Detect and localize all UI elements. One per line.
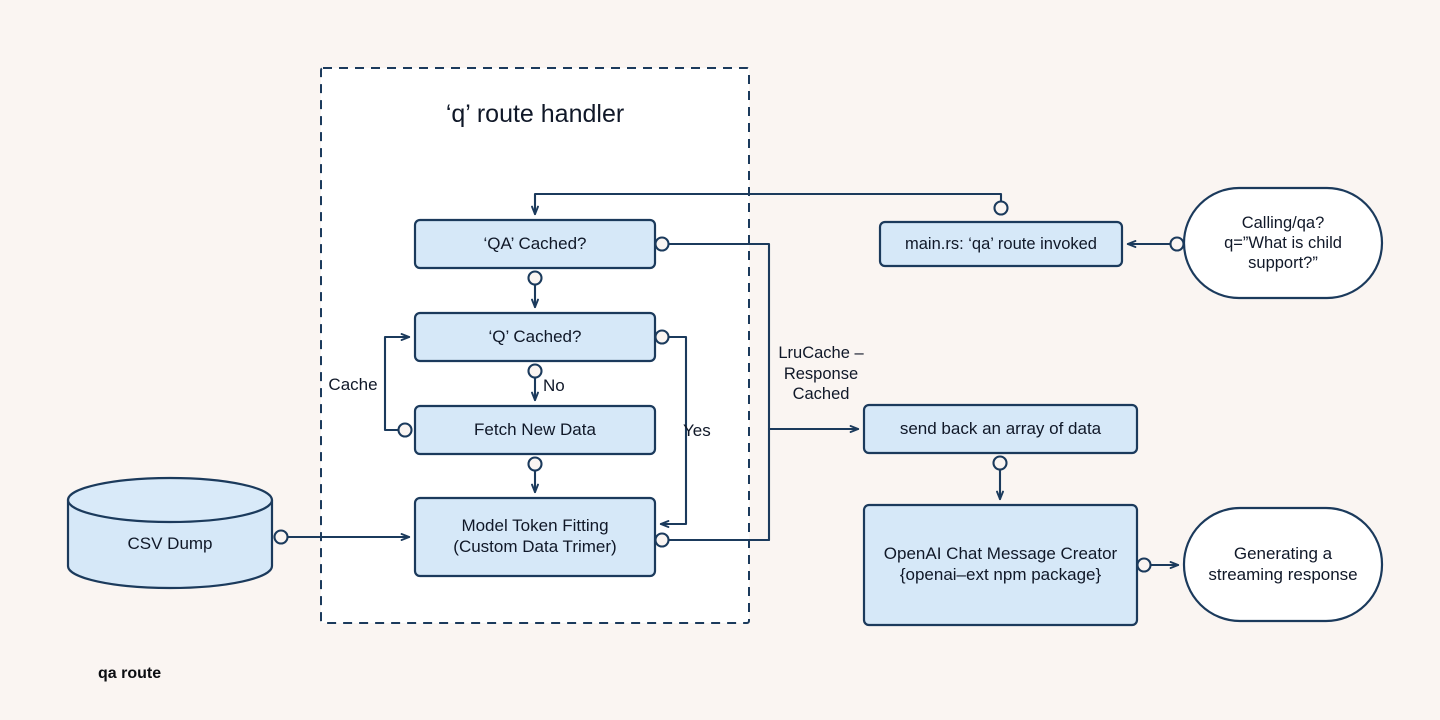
node-csv-dump [66,476,274,590]
port-model-right [654,532,670,548]
port-csv-dump-right [273,529,289,545]
node-qa-cached [413,218,657,270]
port-calling-left [1169,236,1185,252]
node-send-back-array [862,403,1139,455]
edge-label-no: No [543,376,565,395]
port-qa-cached-right [654,236,670,252]
edge-label-lrucache: LruCache – Response Cached [778,344,864,404]
edge-label-yes: Yes [683,421,711,440]
port-q-cached-right [654,329,670,345]
port-qa-cached-bottom [527,270,543,286]
footer-label: qa route [98,665,162,682]
node-calling-qa [1182,186,1384,300]
port-q-cached-bottom [527,363,543,379]
node-main-rs [878,220,1124,268]
edge-qa-cached-right-trunk [667,242,771,542]
edge-label-cache: Cache [328,375,378,394]
port-fetch-bottom [527,456,543,472]
node-q-cached [413,311,657,363]
edge-fetch-cache-to-q-cached [383,333,411,432]
port-openai-right [1136,557,1152,573]
node-fetch-new-data [413,404,657,456]
node-streaming-response [1182,506,1384,623]
port-fetch-left [397,422,413,438]
node-model-token-fitting [413,496,657,578]
edge-q-cached-yes-to-model [659,335,688,528]
port-send-back-bottom [992,455,1008,471]
container-title: ‘q’ route handler [445,100,625,128]
node-openai-chat [862,503,1139,627]
port-mainrs-top [993,200,1009,216]
